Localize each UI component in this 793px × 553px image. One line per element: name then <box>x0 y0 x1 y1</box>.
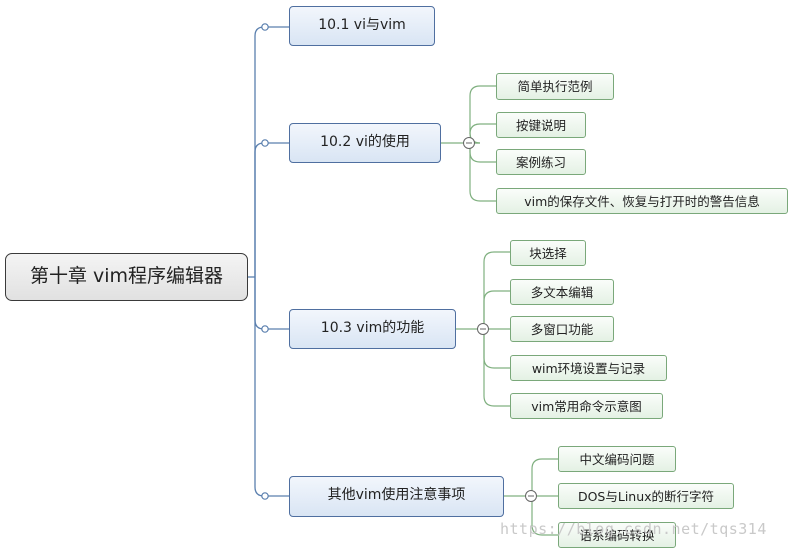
subtopic-simple-example[interactable]: 简单执行范例 <box>496 73 614 100</box>
subtopic-multi-window[interactable]: 多窗口功能 <box>510 316 614 342</box>
subtopic-multi-file-edit[interactable]: 多文本编辑 <box>510 279 614 305</box>
subtopic-command-diagram[interactable]: vim常用命令示意图 <box>510 393 663 419</box>
subtopic-key-description[interactable]: 按键说明 <box>496 112 586 138</box>
connector-branch-1 <box>254 26 289 277</box>
subtopic-case-practice[interactable]: 案例练习 <box>496 149 586 175</box>
branch-dot-3 <box>261 325 269 333</box>
connector-b2-c1 <box>469 85 496 144</box>
connector-b3-c4 <box>483 329 510 369</box>
connector-b3-c5 <box>483 329 510 407</box>
connector-b4-c1 <box>531 458 558 496</box>
root-topic[interactable]: 第十章 vim程序编辑器 <box>5 253 248 301</box>
connector-branch-3 <box>254 277 289 330</box>
collapse-icon-branch-4 <box>525 490 537 502</box>
connector-b3-c1 <box>483 251 510 329</box>
branch-dot-1 <box>261 23 269 31</box>
subtopic-locale-conversion[interactable]: 语系编码转换 <box>558 522 676 548</box>
subtopic-chinese-encoding[interactable]: 中文编码问题 <box>558 446 676 472</box>
subtopic-dos-linux-newline[interactable]: DOS与Linux的断行字符 <box>558 483 734 509</box>
connector-b3-c2 <box>483 290 510 329</box>
branch-dot-4 <box>261 492 269 500</box>
branch-dot-2 <box>261 139 269 147</box>
watermark-text: https://blog.csdn.net/tqs314 <box>500 520 767 538</box>
topic-10-2[interactable]: 10.2 vi的使用 <box>289 123 441 163</box>
topic-10-3[interactable]: 10.3 vim的功能 <box>289 309 456 349</box>
subtopic-env-settings[interactable]: wim环境设置与记录 <box>510 355 667 381</box>
topic-other-notes[interactable]: 其他vim使用注意事项 <box>289 476 504 517</box>
connector-b4-c3 <box>531 496 558 536</box>
topic-10-1[interactable]: 10.1 vi与vim <box>289 6 435 46</box>
connector-b2-c2 <box>469 123 496 144</box>
connector-branch-2 <box>254 142 289 277</box>
subtopic-save-recover-warning[interactable]: vim的保存文件、恢复与打开时的警告信息 <box>496 188 788 214</box>
collapse-icon-branch-3 <box>477 323 489 335</box>
connector-branch-4 <box>254 277 289 497</box>
connector-b2-c4 <box>469 143 496 202</box>
collapse-icon-branch-2 <box>463 137 475 149</box>
subtopic-block-select[interactable]: 块选择 <box>510 240 586 266</box>
